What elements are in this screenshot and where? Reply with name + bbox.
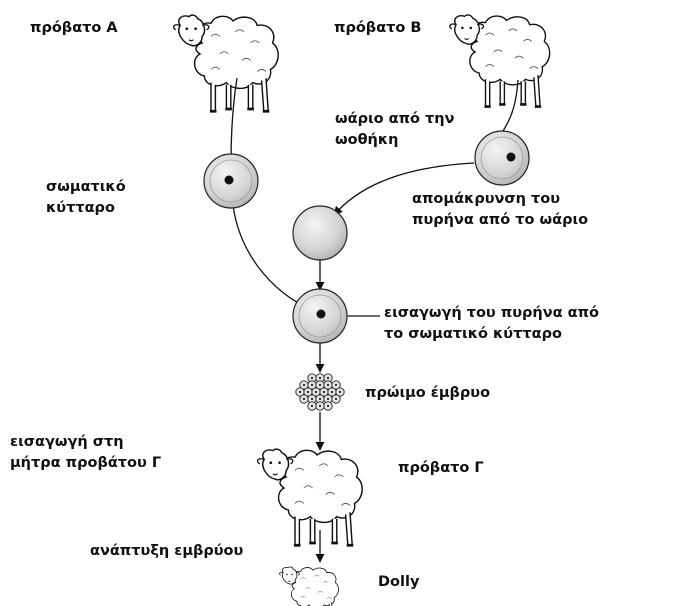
- embryo-cell-nucleus: [311, 384, 313, 386]
- label-nucleus-insertion-line1: εισαγωγή του πυρήνα από: [384, 303, 599, 324]
- label-sheep-b: πρόβατο Β: [334, 18, 421, 39]
- label-egg-from-ovary-line2: ωοθήκη: [335, 130, 455, 151]
- fused-cell: [293, 289, 347, 343]
- label-early-embryo: πρώιμο έμβρυο: [365, 383, 490, 404]
- sheep-g-icon: [258, 449, 363, 545]
- embryo-cell-nucleus: [327, 405, 329, 407]
- label-nucleus-removal: απομάκρυνση του πυρήνα από το ωάριο: [412, 189, 588, 231]
- embryo-cell-nucleus: [327, 377, 329, 379]
- fused-cell-nucleus: [317, 310, 326, 319]
- label-egg-from-ovary-line1: ωάριο από την: [335, 109, 455, 130]
- label-nucleus-insertion: εισαγωγή του πυρήνα από το σωματικό κύττ…: [384, 303, 599, 345]
- label-nucleus-removal-line2: πυρήνα από το ωάριο: [412, 210, 588, 231]
- embryo-cell-nucleus: [319, 377, 321, 379]
- egg-cell: [475, 131, 529, 185]
- embryo-cell-nucleus: [319, 405, 321, 407]
- label-sheep-g: πρόβατο Γ: [398, 458, 484, 479]
- embryo-cell-nucleus: [299, 391, 301, 393]
- label-sheep-a: πρόβατο Α: [30, 18, 118, 39]
- embryo-cell-nucleus: [303, 398, 305, 400]
- embryo-cell-nucleus: [303, 384, 305, 386]
- label-somatic-cell: σωματικό κύτταρο: [46, 177, 126, 219]
- early-embryo-icon: [296, 374, 344, 410]
- embryo-cell-nucleus: [319, 384, 321, 386]
- label-womb-insertion: εισαγωγή στη μήτρα προβάτου Γ: [10, 432, 161, 474]
- dolly-lamb-icon: [279, 567, 338, 606]
- sheep-b-icon: [450, 15, 550, 107]
- embryo-cell-nucleus: [339, 391, 341, 393]
- embryo-cell-nucleus: [315, 391, 317, 393]
- embryo-cell-nucleus: [331, 391, 333, 393]
- somatic-cell: [204, 154, 258, 208]
- embryo-cell-nucleus: [311, 377, 313, 379]
- embryo-cell-nucleus: [335, 384, 337, 386]
- egg-cell-nucleus: [507, 153, 516, 162]
- embryo-cell-nucleus: [335, 398, 337, 400]
- label-egg-from-ovary: ωάριο από την ωοθήκη: [335, 109, 455, 151]
- label-somatic-cell-line1: σωματικό: [46, 177, 126, 198]
- label-dolly: Dolly: [378, 572, 419, 593]
- label-embryo-development: ανάπτυξη εμβρύου: [90, 541, 243, 562]
- label-womb-insertion-line2: μήτρα προβάτου Γ: [10, 453, 161, 474]
- sheep-a-icon: [174, 15, 279, 111]
- label-somatic-cell-line2: κύτταρο: [46, 198, 126, 219]
- embryo-cell-nucleus: [327, 398, 329, 400]
- embryo-cell-nucleus: [327, 384, 329, 386]
- label-nucleus-removal-line1: απομάκρυνση του: [412, 189, 588, 210]
- embryo-cell-nucleus: [323, 391, 325, 393]
- label-nucleus-insertion-line2: το σωματικό κύτταρο: [384, 324, 599, 345]
- enucleated-egg: [293, 206, 347, 260]
- arrow-sheep-a-to-somatic-cell: [231, 78, 237, 162]
- embryo-cell-nucleus: [307, 391, 309, 393]
- label-womb-insertion-line1: εισαγωγή στη: [10, 432, 161, 453]
- embryo-cell-nucleus: [319, 398, 321, 400]
- embryo-cell-nucleus: [311, 405, 313, 407]
- embryo-cell-nucleus: [311, 398, 313, 400]
- somatic-cell-nucleus: [225, 176, 234, 185]
